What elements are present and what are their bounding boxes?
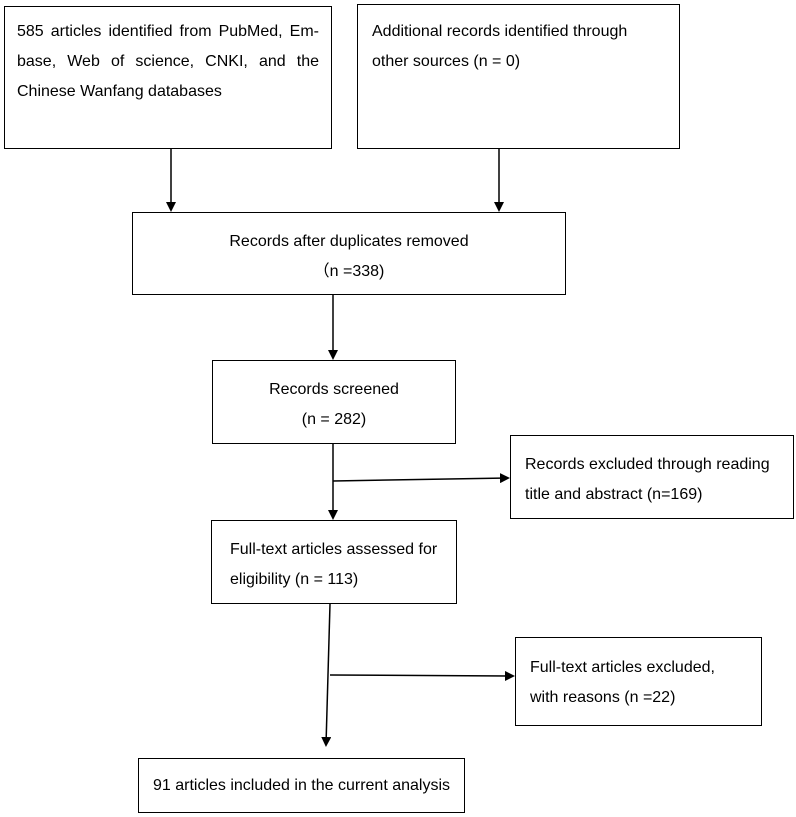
box-text-line: Additional records identified through: [372, 23, 628, 40]
box-text-line: Records screened: [269, 381, 399, 398]
arrow-fulltext-to-included: [321, 603, 332, 747]
box-text-line: Records after duplicates removed: [229, 233, 469, 250]
box-records-excluded-title-abstract: Records excluded through reading title a…: [510, 435, 794, 519]
box-text-line: Full-text articles excluded,: [530, 659, 715, 676]
box-text-line: other sources (n = 0): [372, 53, 521, 70]
box-records-other-sources: Additional records identified through ot…: [357, 4, 680, 149]
arrow-to-excluded-title-abstract: [332, 473, 510, 484]
box-fulltext-assessed: Full-text articles assessed for eligibil…: [211, 520, 457, 604]
box-text-line: eligibility (n = 113): [230, 571, 359, 588]
box-records-after-duplicates: Records after duplicates removed （n =338…: [132, 212, 566, 295]
box-text-line: title and abstract (n=169): [525, 486, 703, 503]
box-records-identified-databases: 585 articles identified from PubMed, Em-…: [4, 6, 332, 149]
arrow-to-fulltext-excluded: [329, 670, 515, 681]
box-fulltext-excluded: Full-text articles excluded, with reason…: [515, 637, 762, 726]
box-text-line: （n =338): [313, 263, 385, 280]
box-text-line: 91 articles included in the current anal…: [152, 777, 451, 794]
box-text-line: Records excluded through reading: [525, 456, 770, 473]
box-text-line: base, Web of science, CNKI, and the: [17, 53, 319, 70]
box-text-line: (n = 282): [301, 411, 367, 428]
box-text-line: Full-text articles assessed for: [230, 541, 438, 558]
box-records-screened: Records screened (n = 282): [212, 360, 456, 444]
box-text-line: 585 articles identified from PubMed, Em-: [17, 23, 319, 40]
box-articles-included: 91 articles included in the current anal…: [138, 758, 465, 813]
box-text-line: with reasons (n =22): [530, 689, 676, 706]
box-text-line: Chinese Wanfang databases: [17, 83, 222, 100]
